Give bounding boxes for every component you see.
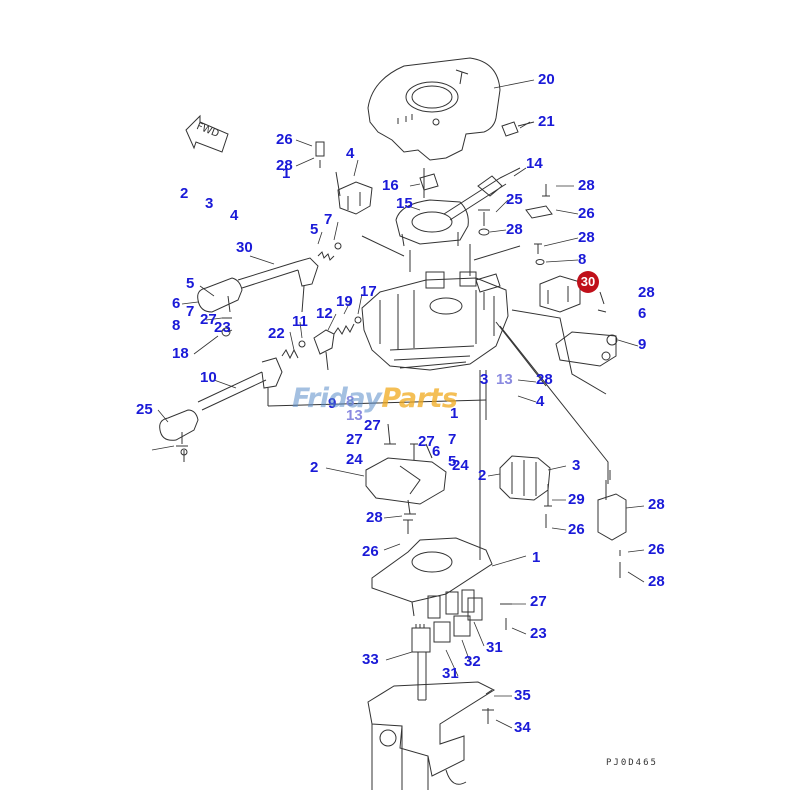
callout-label: 28 <box>648 573 665 590</box>
callout-label: 31 <box>486 639 503 656</box>
callout-label: 27 <box>418 433 435 450</box>
callout-label: 10 <box>200 369 217 386</box>
callout-label: 4 <box>230 207 239 224</box>
watermark-word-1: Friday <box>292 383 382 414</box>
callout-label: 17 <box>360 283 377 300</box>
callout-label: 28 <box>366 509 383 526</box>
reference-code: PJ0D465 <box>606 758 658 768</box>
callout-label: 5 <box>310 221 319 238</box>
callout-label: 34 <box>514 719 531 736</box>
callout-label: 28 <box>506 221 523 238</box>
callout-label: 15 <box>396 195 413 212</box>
callout-label: 1 <box>450 405 459 422</box>
callout-label: 31 <box>442 665 459 682</box>
callout-label: 26 <box>648 541 665 558</box>
callout-label: 29 <box>568 491 585 508</box>
callout-label: 16 <box>382 177 399 194</box>
valve-body-part <box>361 271 509 371</box>
callout-label: 13 <box>496 371 513 388</box>
callout-label: 27 <box>530 593 547 610</box>
callout-label: 2 <box>180 185 189 202</box>
callout-label: 8 <box>346 393 355 410</box>
callout-label: 3 <box>572 457 581 474</box>
callout-label: 28 <box>638 284 655 301</box>
callout-label: 13 <box>346 407 363 424</box>
callout-label: 6 <box>172 295 181 312</box>
callout-label: 1 <box>282 165 291 182</box>
callout-label: 26 <box>578 205 595 222</box>
callout-label: 25 <box>136 401 153 418</box>
callout-label: 25 <box>506 191 523 208</box>
callout-label: 22 <box>268 325 285 342</box>
callout-label: 23 <box>530 625 547 642</box>
callout-label: 8 <box>172 317 181 334</box>
callout-label: 32 <box>464 653 481 670</box>
callout-label: 33 <box>362 651 379 668</box>
base-plate-part <box>371 537 493 619</box>
callout-label: 2 <box>478 467 487 484</box>
callout-label: 2 <box>310 459 319 476</box>
callout-label: 6 <box>432 443 441 460</box>
callout-label: 9 <box>638 336 647 353</box>
callout-label: 27 <box>364 417 381 434</box>
callout-label: 18 <box>172 345 189 362</box>
callout-label: 28 <box>648 496 665 513</box>
callout-label: 8 <box>578 251 587 268</box>
callout-label: 28 <box>276 157 293 174</box>
callout-label: 28 <box>578 177 595 194</box>
highlight-badge: 30 <box>577 271 599 293</box>
callout-label: 5 <box>448 453 457 470</box>
callout-label: 35 <box>514 687 531 704</box>
watermark-word-2: Parts <box>381 383 458 414</box>
callout-label: 3 <box>205 195 214 212</box>
callout-label: 4 <box>346 145 355 162</box>
callout-label: 27 <box>346 431 363 448</box>
cover-part <box>367 57 501 161</box>
callout-label: 27 <box>200 311 217 328</box>
callout-label: 19 <box>336 293 353 310</box>
callout-label: 9 <box>328 395 337 412</box>
callout-label: 12 <box>316 305 333 322</box>
lower-bracket-part <box>367 681 496 790</box>
callout-label: 24 <box>452 457 469 474</box>
callout-label: 7 <box>186 303 195 320</box>
watermark: FridayParts <box>292 383 458 414</box>
callout-label: 28 <box>578 229 595 246</box>
callout-label: 7 <box>324 211 333 228</box>
callout-label: 26 <box>568 521 585 538</box>
callout-label: 21 <box>538 113 555 130</box>
callout-label: 26 <box>276 131 293 148</box>
callout-label: 20 <box>538 71 555 88</box>
callout-label: 4 <box>536 393 545 410</box>
callout-label: 3 <box>480 371 489 388</box>
callout-label: 30 <box>236 239 253 256</box>
callout-label: 26 <box>362 543 379 560</box>
callout-label: 24 <box>346 451 363 468</box>
callout-label: 28 <box>536 371 553 388</box>
callout-label: 14 <box>526 155 543 172</box>
fwd-arrow-icon <box>185 114 229 153</box>
callout-label: 5 <box>186 275 195 292</box>
callout-label: 1 <box>532 549 541 566</box>
callout-label: 11 <box>292 313 308 330</box>
callout-label: 23 <box>214 319 231 336</box>
callout-label: 6 <box>638 305 647 322</box>
callout-label: 7 <box>448 431 457 448</box>
